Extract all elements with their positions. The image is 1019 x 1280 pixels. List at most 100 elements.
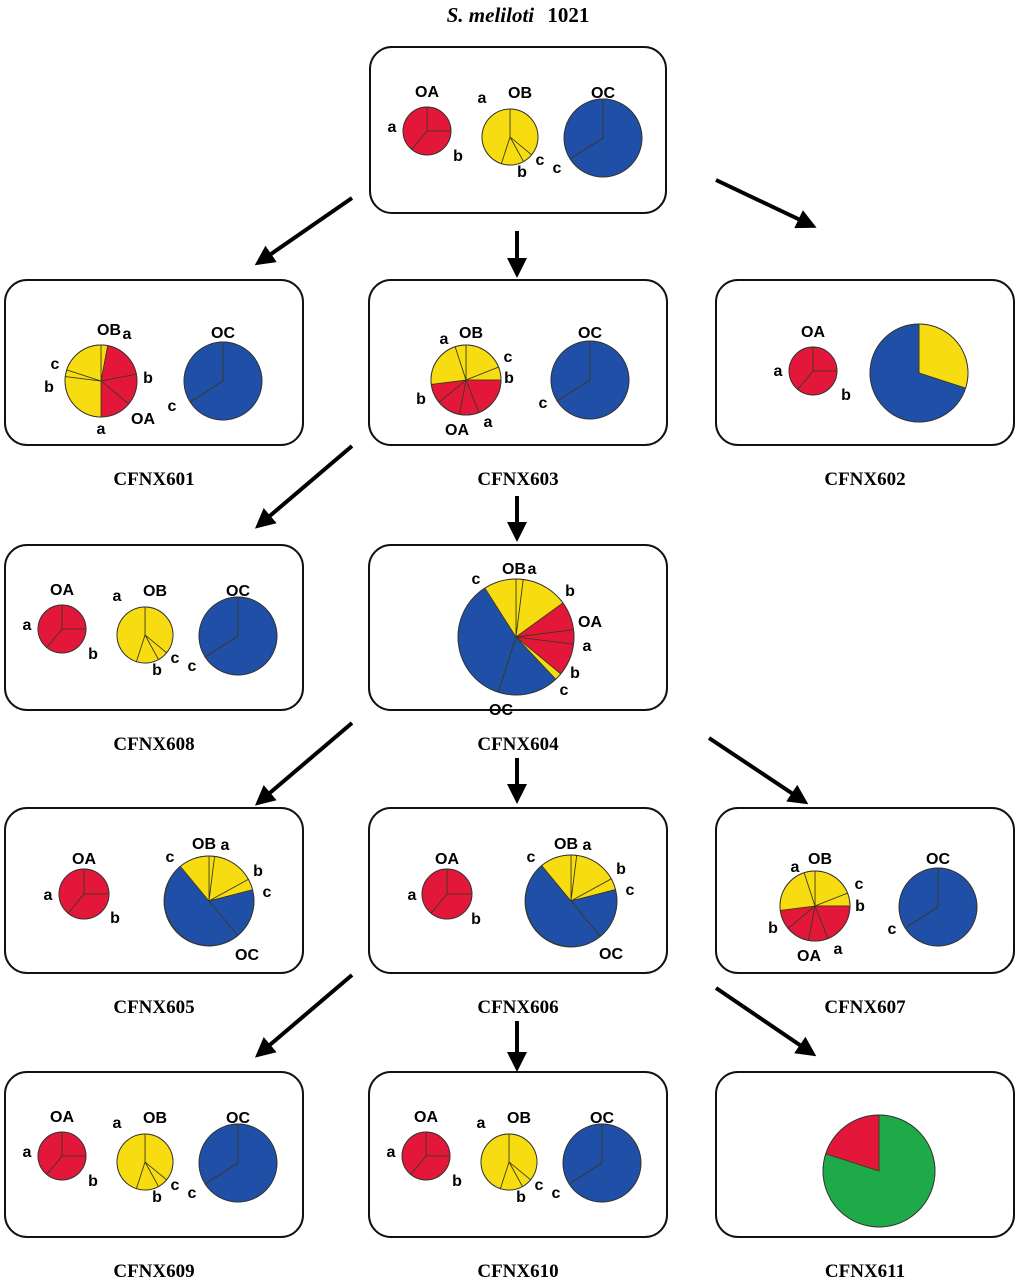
strain-label-CFNX602: CFNX602 <box>824 469 905 490</box>
pie-label-a: a <box>113 588 122 605</box>
strain-label-CFNX610: CFNX610 <box>477 1261 558 1280</box>
pie-label-b: b <box>565 583 575 600</box>
title-species: S. meliloti <box>447 3 535 27</box>
pie-outline <box>402 106 452 156</box>
pie-label-OA: OA <box>435 851 459 868</box>
pie-outline <box>401 1131 451 1181</box>
pie-label-OA: OA <box>797 948 821 965</box>
strain-label-CFNX606: CFNX606 <box>477 997 558 1018</box>
pie-label-OA: OA <box>801 324 825 341</box>
pie-label-b: b <box>768 920 778 937</box>
pie-OC: OC c <box>188 1110 278 1203</box>
arrow-1021-to-CFNX601 <box>254 196 354 266</box>
pie-label-c: c <box>535 1177 544 1194</box>
pie-label-c: c <box>553 160 562 177</box>
pie-label-c: c <box>626 882 635 899</box>
pie-label-OC: OC <box>926 851 950 868</box>
arrow-CFNX606-to-CFNX611 <box>714 986 817 1057</box>
pie-label-OB: OB <box>507 1110 531 1127</box>
pie-label-OB: OB <box>808 851 832 868</box>
pie-label-a: a <box>774 363 783 380</box>
pie-label-a: a <box>477 1115 486 1132</box>
pie-outline <box>37 1131 87 1181</box>
strain-label-CFNX601: CFNX601 <box>113 469 194 490</box>
pie-label-c: c <box>855 876 864 893</box>
pie-outline <box>550 340 630 420</box>
pie-OC: OCc <box>888 851 978 947</box>
pie-label-a: a <box>97 421 106 438</box>
pie-label-OA: OA <box>131 411 155 428</box>
arrow-CFNX604-to-CFNX605 <box>254 721 354 806</box>
pie-outline <box>116 606 174 664</box>
pie-label-OB: OB <box>192 836 216 853</box>
pie-label-a: a <box>583 638 592 655</box>
pie-label-OC: OC <box>226 1110 250 1127</box>
pie-label-OB: OB <box>143 583 167 600</box>
pie-label-OC: OC <box>489 702 513 719</box>
pie-label-a: a <box>484 414 493 431</box>
arrows <box>254 178 817 1072</box>
pie-label-c: c <box>188 1185 197 1202</box>
pie-OA: OA a b <box>408 851 482 928</box>
pie-label-c: c <box>166 849 175 866</box>
pie-label-a: a <box>528 561 537 578</box>
pie-label-b: b <box>152 662 162 679</box>
pie-label-b: b <box>517 164 527 181</box>
pie-label-b: b <box>471 911 481 928</box>
pie-label-b: b <box>504 370 514 387</box>
pie-label-OB: OB <box>459 325 483 342</box>
pie-label-b: b <box>452 1173 462 1190</box>
pie-label-a: a <box>408 887 417 904</box>
pie-label-b: b <box>855 898 865 915</box>
strain-label-CFNX607: CFNX607 <box>824 997 906 1018</box>
arrow-1021-to-CFNX602 <box>715 178 817 229</box>
pie-outline <box>788 346 838 396</box>
pie-label-OC: OC <box>235 947 259 964</box>
pie-label-b: b <box>616 861 626 878</box>
pie-label-a: a <box>834 941 843 958</box>
pie-label-OC: OC <box>591 85 615 102</box>
pie-outline <box>562 1123 642 1203</box>
pie-outline <box>869 323 969 423</box>
pie-label-a: a <box>113 1115 122 1132</box>
pie-label-b: b <box>143 370 153 387</box>
pie-label-c: c <box>188 658 197 675</box>
pie-label-a: a <box>44 887 53 904</box>
pie-outline <box>58 868 110 920</box>
pie-outline <box>64 344 138 418</box>
pie-label-a: a <box>387 1144 396 1161</box>
pie-label-OB: OB <box>508 85 532 102</box>
pie-label-c: c <box>171 650 180 667</box>
pie-label-OC: OC <box>578 325 602 342</box>
arrow-CFNX603-to-CFNX608 <box>254 444 354 529</box>
pie-label-OA: OA <box>50 582 74 599</box>
pie-label-c: c <box>171 1177 180 1194</box>
pie-outline <box>898 867 978 947</box>
pie-label-b: b <box>88 1173 98 1190</box>
pie-label-b: b <box>253 863 263 880</box>
pie-label-c: c <box>51 356 60 373</box>
pie-OC: OCc <box>552 1110 642 1203</box>
pie-label-OA: OA <box>578 614 602 631</box>
pie-OC: OCc <box>188 583 278 676</box>
strain-label-CFNX604: CFNX604 <box>477 734 559 755</box>
pie-label-b: b <box>516 1189 526 1206</box>
pie-outline <box>421 868 473 920</box>
